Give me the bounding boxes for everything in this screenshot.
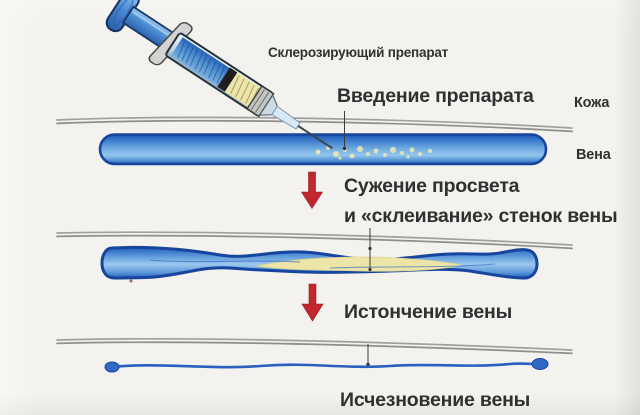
sclerosed-drug-blob <box>255 256 463 272</box>
label-vein: Вена <box>576 147 611 163</box>
label-injection: Введение препарата <box>337 85 534 107</box>
label-sclerosing-drug: Склерозирующий препарат <box>268 45 449 60</box>
skin-line-1 <box>56 116 573 133</box>
plunger-seal <box>217 67 238 92</box>
drug-speckles <box>315 146 432 160</box>
label-narrowing-line2: и «склеивание» стенок вены <box>344 205 618 227</box>
down-arrow-icon-1 <box>300 171 324 210</box>
syringe-illustration <box>105 0 333 150</box>
vein-stage-2 <box>100 245 539 280</box>
needle <box>297 125 333 150</box>
label-thinning: Истончение вены <box>344 301 513 323</box>
label-narrowing-line1: Сужение просвета <box>344 175 520 197</box>
label-disappearance: Исчезновение вены <box>340 389 531 411</box>
label-skin: Кожа <box>574 95 610 111</box>
skin-line-2 <box>56 231 573 250</box>
vein-stage-3 <box>104 279 549 373</box>
down-arrow-icon-2 <box>301 283 324 322</box>
vein-stage-1 <box>98 133 548 166</box>
leader-line-injection <box>342 111 347 151</box>
skin-line-3 <box>56 337 573 355</box>
leader-line-thinning <box>366 344 370 367</box>
leader-line-narrowing <box>368 228 372 272</box>
needle-hub <box>271 105 301 130</box>
